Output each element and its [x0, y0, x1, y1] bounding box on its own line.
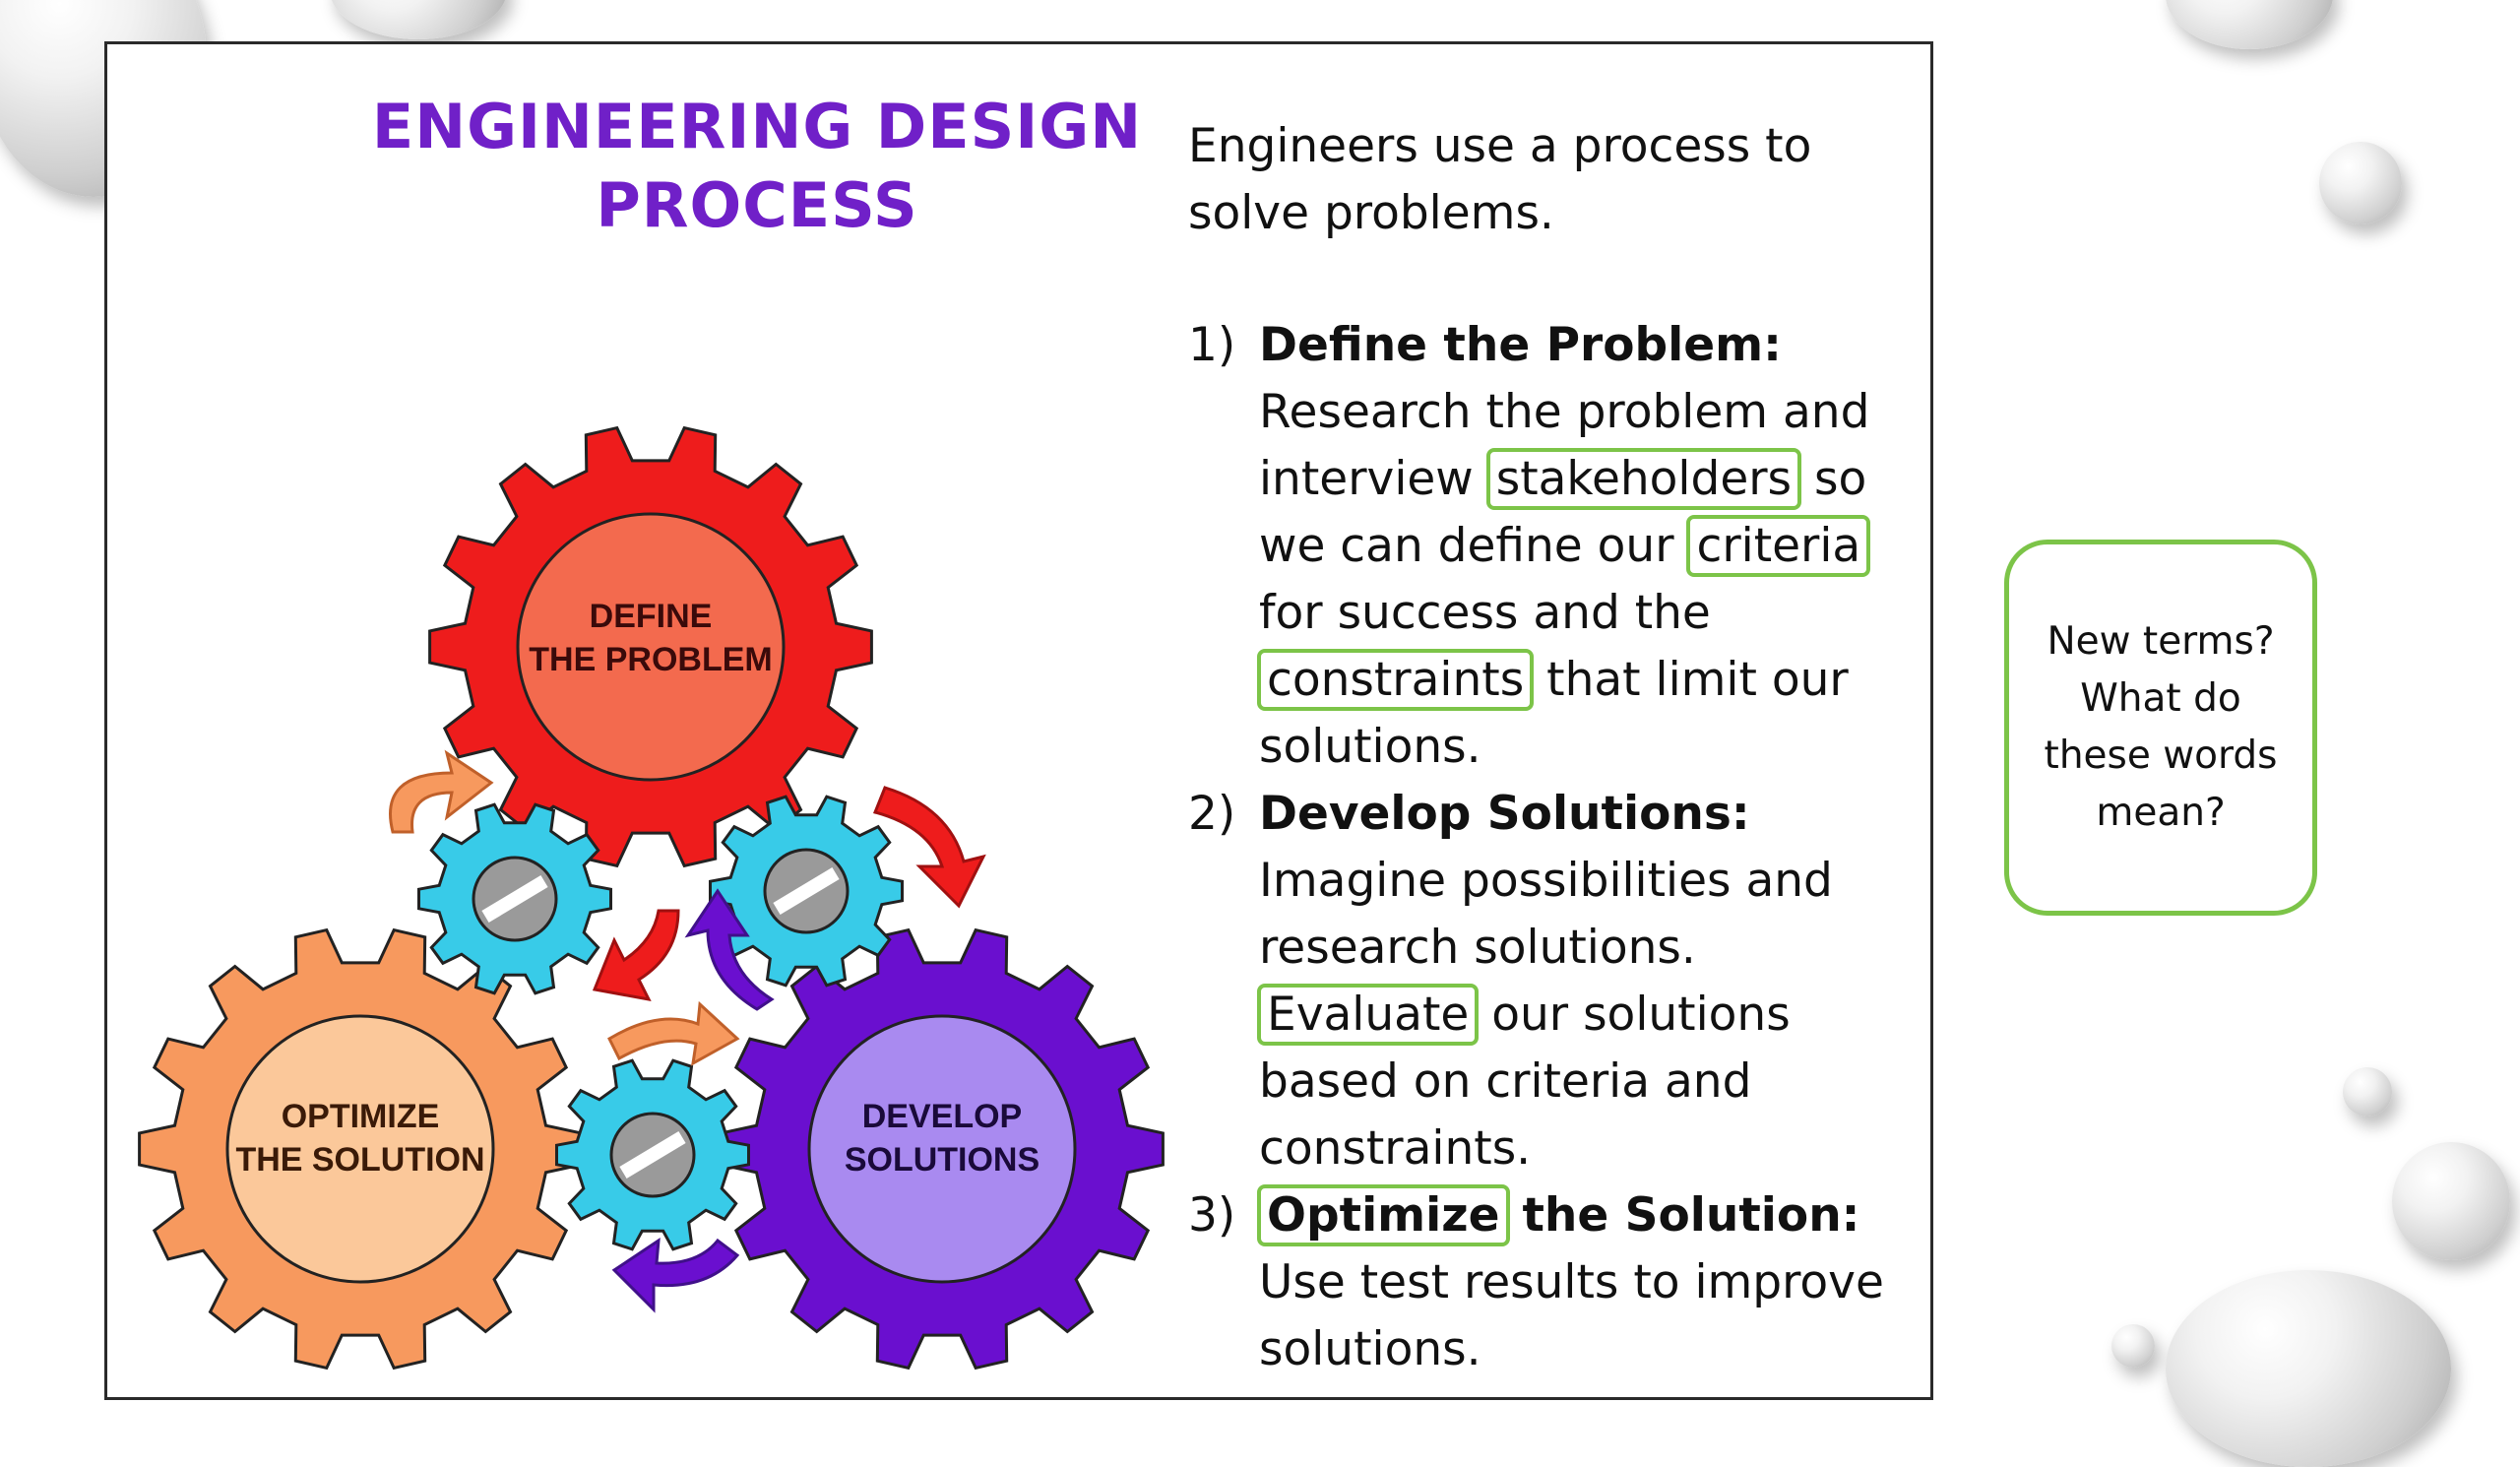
term-constraints: constraints	[1257, 649, 1535, 711]
step-text: our solutions based on criteria and cons…	[1259, 988, 1791, 1176]
define-label-2: THE PROBLEM	[529, 641, 772, 678]
step-number: 3)	[1188, 1188, 1236, 1243]
new-terms-callout: New terms? What do these words mean?	[2004, 540, 2317, 916]
title-line-1: ENGINEERING DESIGN	[371, 91, 1143, 162]
term-evaluate: Evaluate	[1257, 984, 1480, 1046]
optimize-label-2: THE SOLUTION	[235, 1141, 484, 1179]
process-description: Engineers use a process to solve problem…	[1188, 113, 1917, 1383]
step-heading: Define the Problem:	[1259, 318, 1782, 372]
develop-gear-center	[807, 1014, 1077, 1284]
step-1: 1) Define the Problem: Research the prob…	[1188, 312, 1917, 781]
term-stakeholders: stakeholders	[1485, 448, 1802, 510]
water-drop-decoration	[2166, 1270, 2451, 1467]
water-drop-decoration	[2319, 142, 2402, 224]
callout-text: New terms? What do these words mean?	[2044, 619, 2278, 835]
small-gear-left-slot	[481, 874, 548, 924]
title-line-2: PROCESS	[596, 169, 918, 241]
step-3: 3) Optimize the Solution: Use test resul…	[1188, 1182, 1917, 1383]
term-criteria: criteria	[1686, 515, 1871, 577]
arrow-red-right	[872, 786, 986, 909]
develop-label-1: DEVELOP	[862, 1098, 1022, 1135]
slide-title: ENGINEERING DESIGN PROCESS	[265, 88, 1249, 245]
water-drop-decoration	[2111, 1324, 2155, 1368]
step-2: 2) Develop Solutions: Imagine possibilit…	[1188, 781, 1917, 1182]
arrow-red-down	[592, 909, 680, 1002]
small-gear-right-slot	[773, 866, 840, 916]
define-label-1: DEFINE	[590, 598, 713, 635]
step-text: that limit our solutions.	[1259, 653, 1849, 774]
step-text: for success and the	[1259, 586, 1711, 640]
small-gear-bottom-slot	[619, 1130, 686, 1180]
optimize-gear-center	[225, 1014, 495, 1284]
step-number: 2)	[1188, 787, 1236, 841]
water-drop-decoration	[2343, 1067, 2392, 1116]
step-text: Imagine possibilities and research solut…	[1259, 854, 1833, 975]
water-drop-decoration	[2166, 0, 2333, 49]
term-optimize: Optimize	[1257, 1184, 1510, 1246]
intro-text: Engineers use a process to solve problem…	[1188, 119, 1812, 240]
arrow-orange-right	[607, 1000, 740, 1066]
step-number: 1)	[1188, 318, 1236, 372]
step-text: Research the problem and interview	[1259, 385, 1870, 506]
arrow-purple-down	[611, 1238, 740, 1313]
step-heading: Develop Solutions:	[1259, 787, 1750, 841]
water-drop-decoration	[2392, 1142, 2510, 1260]
water-drop-decoration	[330, 0, 507, 39]
optimize-label-1: OPTIMIZE	[282, 1098, 440, 1135]
arrow-orange-up	[389, 749, 494, 834]
gears-diagram: DEFINE THE PROBLEM OPTIMIZE THE SOLUTION…	[138, 425, 1165, 1371]
slide-card: ENGINEERING DESIGN PROCESS DEFINE THE PR…	[104, 41, 1933, 1400]
step-text: Use test results to improve solutions.	[1259, 1255, 1884, 1376]
develop-label-2: SOLUTIONS	[845, 1141, 1040, 1179]
step-heading: the Solution:	[1522, 1188, 1860, 1243]
define-gear-center	[516, 512, 786, 782]
step-text: so we can define our	[1259, 452, 1867, 573]
arrow-purple-up	[684, 888, 775, 1011]
